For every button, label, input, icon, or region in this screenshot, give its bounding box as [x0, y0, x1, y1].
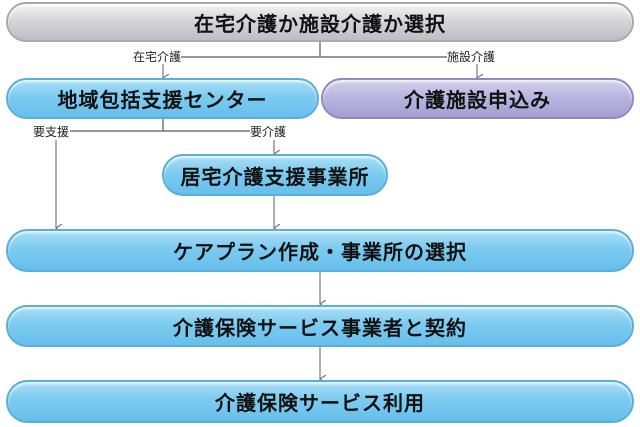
node-home-care-office-label: 居宅介護支援事業所 [180, 164, 370, 189]
node-home-care-office: 居宅介護支援事業所 [162, 154, 388, 196]
node-choice: 在宅介護か施設介護か選択 [6, 2, 634, 42]
edge-label-home-care: 在宅介護 [133, 50, 182, 64]
edge-label-facility-care: 施設介護 [447, 50, 496, 64]
edge-label-care-needed: 要介護 [250, 125, 287, 139]
node-community-center: 地域包括支援センター [6, 78, 319, 119]
node-choice-label: 在宅介護か施設介護か選択 [194, 11, 446, 36]
node-facility-application-label: 介護施設申込み [404, 88, 551, 112]
edge-label-support-needed: 要支援 [33, 125, 70, 139]
node-facility-application: 介護施設申込み [321, 78, 634, 119]
node-care-plan: ケアプラン作成・事業所の選択 [6, 229, 634, 272]
node-community-center-label: 地域包括支援センター [57, 88, 268, 112]
node-contract: 介護保険サービス事業者と契約 [6, 305, 634, 347]
node-service-use-label: 介護保険サービス利用 [215, 391, 425, 415]
node-care-plan-label: ケアプラン作成・事業所の選択 [173, 240, 467, 264]
node-contract-label: 介護保険サービス事業者と契約 [173, 315, 467, 340]
node-service-use: 介護保険サービス利用 [6, 380, 634, 423]
